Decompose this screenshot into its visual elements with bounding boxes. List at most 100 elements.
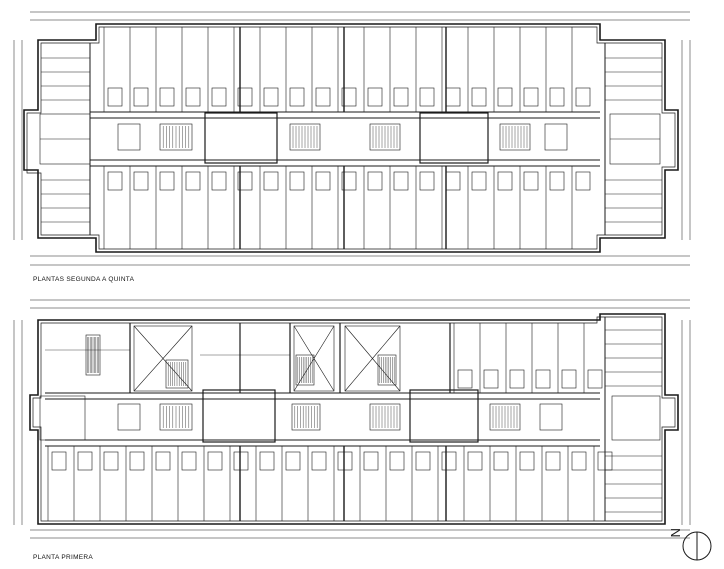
lift-shaft (544, 123, 568, 151)
north-arrow-letter: N (668, 528, 683, 537)
bathroom-outline (129, 451, 145, 471)
bathroom-outline (233, 451, 249, 471)
bathroom-outline (497, 87, 513, 107)
stair-core (369, 403, 401, 431)
upper-end-blocks (39, 113, 661, 165)
bathroom-outline (523, 87, 539, 107)
bathroom-outline (237, 171, 253, 191)
stair-core (159, 403, 193, 431)
bathroom-outline (185, 87, 201, 107)
upper-floor-plan (13, 11, 691, 266)
upper-dimension-lines (13, 11, 691, 266)
bathroom-outline (549, 171, 565, 191)
bathroom-outline (367, 87, 383, 107)
bathroom-outline (549, 87, 565, 107)
bathroom-outline (571, 451, 587, 471)
bathroom-outline (419, 171, 435, 191)
lower-courtyards (202, 389, 479, 443)
bathroom-outline (107, 87, 123, 107)
bathroom-outline (211, 171, 227, 191)
bathroom-outline (561, 369, 577, 389)
stair-core (295, 354, 315, 386)
bathroom-outline (445, 87, 461, 107)
bathroom-outline (311, 451, 327, 471)
bathroom-outline (523, 171, 539, 191)
bathroom-outline (575, 171, 591, 191)
stair-core (499, 123, 531, 151)
lift-shaft (539, 403, 563, 431)
bathroom-outline (457, 369, 473, 389)
bathroom-outline (289, 171, 305, 191)
bathroom-outline (185, 171, 201, 191)
lower-unit-walls (47, 317, 662, 521)
upper-corridor (90, 111, 600, 167)
bathroom-outline (519, 451, 535, 471)
bathroom-outline (587, 369, 603, 389)
lower-floor-plan (13, 299, 691, 539)
bathroom-outline (415, 451, 431, 471)
bathroom-outline (107, 171, 123, 191)
upper-outer-wall (23, 23, 679, 253)
bathroom-outline (207, 451, 223, 471)
lower-commercial-areas (45, 325, 401, 392)
bathroom-outline (341, 171, 357, 191)
bathroom-outline (389, 451, 405, 471)
stair-core (85, 334, 101, 376)
bathroom-outline (181, 451, 197, 471)
bathroom-outline (535, 369, 551, 389)
lower-outer-wall (29, 313, 679, 525)
stair-core (159, 123, 193, 151)
bathroom-outline (289, 87, 305, 107)
bathroom-outline (445, 171, 461, 191)
stair-core (165, 359, 189, 389)
bathroom-outline (393, 87, 409, 107)
bathroom-outline (51, 451, 67, 471)
bathroom-outline (419, 87, 435, 107)
north-arrow: N (668, 528, 712, 561)
lower-stair-cores (85, 334, 563, 431)
bathroom-outline (341, 87, 357, 107)
bathroom-outline (263, 171, 279, 191)
stair-core (291, 403, 321, 431)
bathroom-outline (483, 369, 499, 389)
lower-corridor (45, 392, 600, 447)
bathroom-outline (493, 451, 509, 471)
lower-dimension-lines (13, 299, 691, 539)
bathroom-outline (509, 369, 525, 389)
bathroom-outline (337, 451, 353, 471)
bathroom-outline (363, 451, 379, 471)
upper-stair-cores (117, 123, 568, 151)
stair-core (369, 123, 401, 151)
bathroom-outline (441, 451, 457, 471)
bathroom-outline (367, 171, 383, 191)
bathroom-outline (285, 451, 301, 471)
bathroom-outline (575, 87, 591, 107)
bathroom-outline (471, 171, 487, 191)
bathroom-outline (545, 451, 561, 471)
bathroom-outline (467, 451, 483, 471)
bathroom-outline (155, 451, 171, 471)
bathroom-outline (315, 171, 331, 191)
bathroom-outline (259, 451, 275, 471)
upper-unit-walls (41, 27, 662, 249)
bathroom-outline (471, 87, 487, 107)
bathroom-outline (315, 87, 331, 107)
lift-shaft (117, 123, 141, 151)
bathroom-outline (211, 87, 227, 107)
stair-core (377, 354, 397, 386)
bathroom-outline (103, 451, 119, 471)
lower-end-blocks (39, 395, 661, 441)
bathroom-outline (393, 171, 409, 191)
stair-core (489, 403, 521, 431)
lift-shaft (117, 403, 141, 431)
upper-plan-title: PLANTAS SEGUNDA A QUINTA (33, 276, 135, 283)
bathroom-outline (133, 171, 149, 191)
bathroom-outline (263, 87, 279, 107)
bathroom-outline (77, 451, 93, 471)
lower-plan-title: PLANTA PRIMERA (33, 554, 94, 561)
bathroom-outline (159, 171, 175, 191)
upper-courtyards (204, 112, 489, 164)
bathroom-outline (133, 87, 149, 107)
bathroom-outline (237, 87, 253, 107)
